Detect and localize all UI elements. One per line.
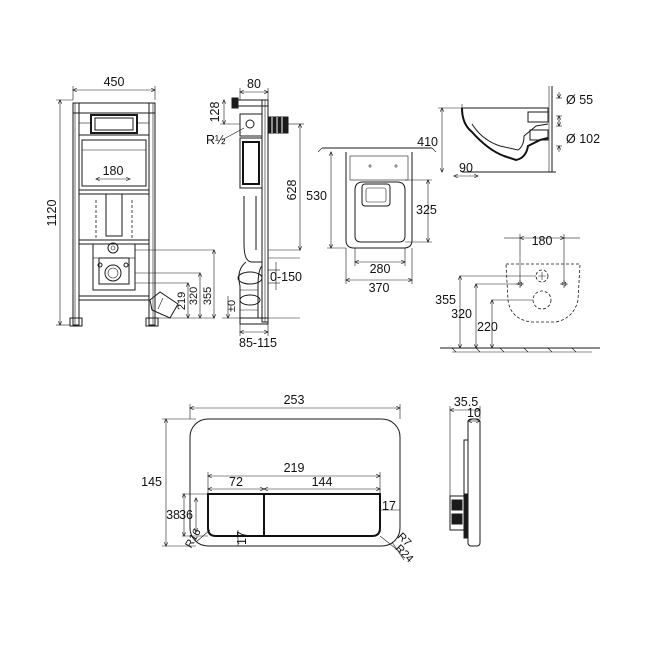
frame-left-foot: [69, 317, 83, 327]
seat-outline: [354, 181, 406, 243]
plate-thickness-label: 10: [467, 406, 481, 420]
flush-pipe-side: [243, 196, 262, 263]
plate-depth-label: 35.5: [454, 395, 478, 409]
frame-left-post: [72, 102, 80, 326]
frame-front-view: 180 450: [45, 75, 215, 327]
frame-height-label: 1120: [45, 200, 59, 227]
plate-outline: [189, 418, 401, 547]
flush-plate-front-view: 253 145 219 72 144 38 36 R16 17 17: [141, 393, 415, 565]
wall-distance-label: 85-115: [239, 336, 277, 350]
bowl-footprint: [505, 263, 581, 323]
radius-24-label: R24: [393, 542, 416, 565]
fill-valve: [239, 113, 263, 137]
wall-mounting-view: 180 355 320 220: [435, 234, 600, 353]
plate-side-profile: [467, 418, 481, 547]
hole-spacing-label: 180: [532, 234, 553, 248]
bowl-length-label: 530: [306, 189, 327, 203]
outlet-hole: [532, 290, 552, 310]
button-height-38-label: 38: [166, 508, 180, 522]
bottom-margin-label: 17: [235, 531, 249, 545]
height-219-label: 219: [176, 292, 188, 310]
drain-elbow: [149, 291, 179, 319]
adjust-range-label: 0-150: [270, 270, 302, 284]
height-355-label: 355: [202, 287, 214, 305]
bowl-outline: [345, 152, 413, 249]
frame-right-post: [148, 102, 156, 326]
frame-top-rail: [72, 102, 156, 114]
seat-width-label: 280: [370, 262, 391, 276]
bowl-profile: [461, 107, 549, 162]
large-flush-button: [263, 493, 381, 537]
frame-inner-width-label: 180: [103, 164, 124, 178]
floor-zero-label: ±0: [226, 300, 238, 312]
frame-width-label: 450: [104, 75, 125, 89]
inlet-diameter-label: Ø 55: [566, 93, 593, 107]
height-320-label: 320: [188, 287, 200, 305]
height-220-label: 220: [477, 320, 498, 334]
thread-label: R½: [206, 133, 226, 147]
height-628-label: 628: [285, 180, 299, 201]
bowl-side-view: 410 90 Ø 55 Ø 102: [417, 86, 600, 176]
cistern-side: [239, 137, 263, 189]
cistern: [81, 139, 147, 187]
right-margin-label: 17: [382, 499, 396, 513]
buttons-width-label: 219: [284, 461, 305, 475]
small-flush-button: [207, 493, 265, 537]
bowl-width-label: 370: [369, 281, 390, 295]
water-inlet: [267, 116, 289, 134]
drain-outlet: [104, 264, 122, 282]
height-355-label: 355: [435, 293, 456, 307]
button-height-36-label: 36: [179, 508, 193, 522]
frame-right-foot: [145, 317, 159, 327]
plate-width-label: 253: [284, 393, 305, 407]
flush-plate-opening: [78, 112, 150, 136]
large-button-width-label: 144: [312, 475, 333, 489]
bowl-bracket: [92, 243, 136, 291]
offset-label: 90: [459, 161, 473, 175]
frame-side-view: R½ 80 128 628 0-150: [206, 77, 304, 350]
flush-pipe: [105, 193, 123, 237]
bowl-height-label: 410: [417, 135, 438, 149]
plate-height-label: 145: [141, 475, 162, 489]
small-button-width-label: 72: [229, 475, 243, 489]
seat-length-label: 325: [416, 203, 437, 217]
bowl-top-view: 530 325 280 370: [306, 147, 437, 295]
outlet-diameter-label: Ø 102: [566, 132, 600, 146]
radius-16-label: R16: [183, 527, 203, 550]
height-320-label: 320: [451, 307, 472, 321]
inlet-hole: [535, 269, 549, 283]
top-offset-label: 128: [208, 102, 222, 123]
side-depth-label: 80: [247, 77, 261, 91]
flush-plate-side-view: 35.5 10: [449, 395, 481, 547]
